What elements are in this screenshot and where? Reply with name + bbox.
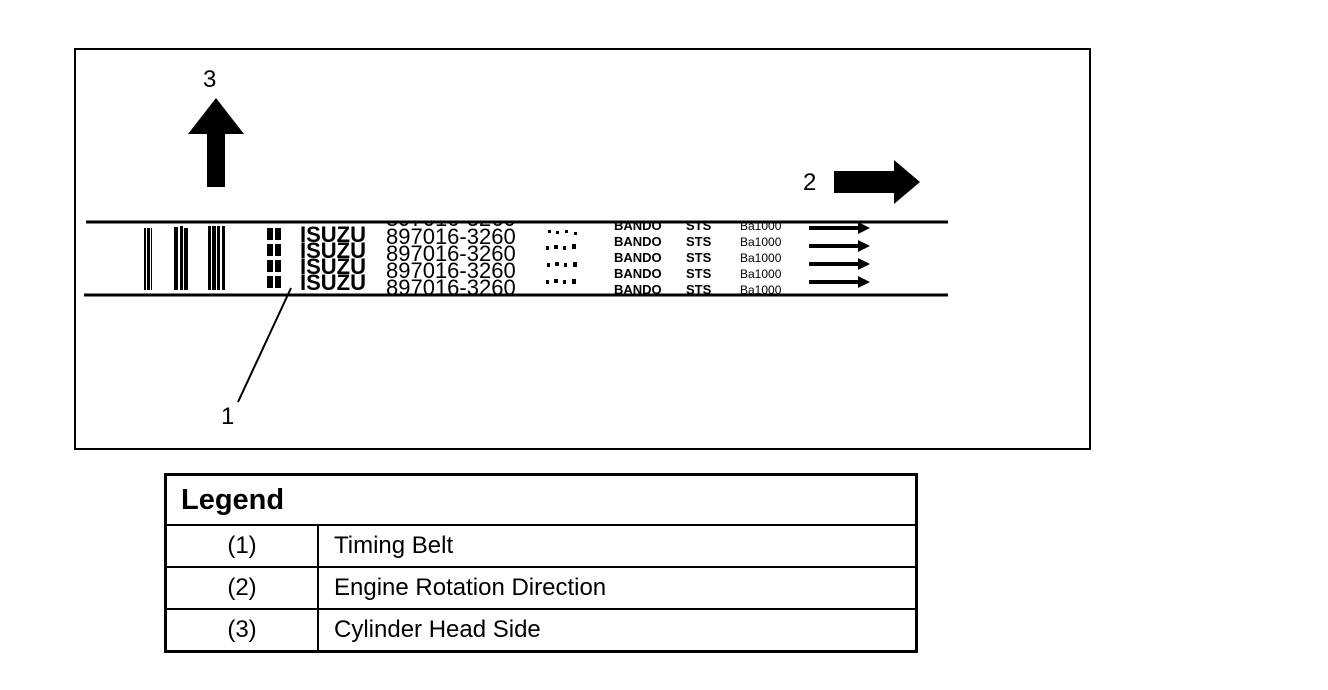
svg-text:STS: STS — [686, 234, 712, 249]
svg-text:897016-3260: 897016-3260 — [386, 224, 516, 249]
svg-text:897016-3260: 897016-3260 — [386, 241, 516, 266]
svg-text:Ba1000: Ba1000 — [740, 267, 782, 281]
legend-table: Legend (1) Timing Belt (2) Engine Rotati… — [164, 473, 918, 653]
belt-print: ISUZU ISUZU ISUZU ISUZU 897016-3260 8970… — [144, 206, 870, 300]
svg-text:BANDO: BANDO — [614, 250, 662, 265]
callout-2-label: 2 — [803, 169, 817, 196]
legend-header-row: Legend — [165, 474, 917, 526]
svg-text:STS: STS — [686, 250, 712, 265]
legend-row: (2) Engine Rotation Direction — [165, 566, 917, 609]
svg-text:BANDO: BANDO — [614, 218, 662, 233]
legend-title: Legend — [165, 474, 917, 526]
cylinder-head-arrow — [188, 98, 244, 187]
svg-text:ISUZU: ISUZU — [300, 238, 366, 263]
rotation-direction-arrow — [834, 160, 920, 204]
legend-item-description: Timing Belt — [318, 524, 917, 567]
svg-text:Ba1000: Ba1000 — [740, 251, 782, 265]
svg-text:897016-3260: 897016-3260 — [386, 275, 516, 300]
timing-belt-leader-line — [237, 287, 292, 403]
svg-text:Ba1000: Ba1000 — [740, 283, 782, 297]
svg-text:Ba1000: Ba1000 — [740, 219, 782, 233]
svg-text:STS: STS — [686, 218, 712, 233]
svg-text:ISUZU: ISUZU — [300, 254, 366, 279]
diagram-canvas: ISUZU ISUZU ISUZU ISUZU 897016-3260 8970… — [84, 98, 948, 403]
legend-item-number: (3) — [165, 608, 319, 652]
svg-text:STS: STS — [686, 282, 712, 297]
svg-text:897016-3260: 897016-3260 — [386, 258, 516, 283]
legend-row: (1) Timing Belt — [165, 524, 917, 567]
legend-item-number: (2) — [165, 566, 319, 609]
svg-text:ISUZU: ISUZU — [300, 222, 366, 247]
legend-item-number: (1) — [165, 524, 319, 567]
legend-row: (3) Cylinder Head Side — [165, 608, 917, 652]
svg-text:BANDO: BANDO — [614, 266, 662, 281]
legend-item-description: Cylinder Head Side — [318, 608, 917, 652]
svg-text:897016-3260: 897016-3260 — [386, 206, 516, 231]
svg-text:ISUZU: ISUZU — [300, 270, 366, 295]
callout-3-label: 3 — [203, 66, 217, 93]
svg-text:BANDO: BANDO — [614, 282, 662, 297]
callout-1-label: 1 — [221, 403, 235, 430]
svg-text:BANDO: BANDO — [614, 234, 662, 249]
svg-text:Ba1000: Ba1000 — [740, 235, 782, 249]
legend-item-description: Engine Rotation Direction — [318, 566, 917, 609]
timing-belt-diagram: ISUZU ISUZU ISUZU ISUZU 897016-3260 8970… — [74, 48, 1091, 450]
svg-text:STS: STS — [686, 266, 712, 281]
